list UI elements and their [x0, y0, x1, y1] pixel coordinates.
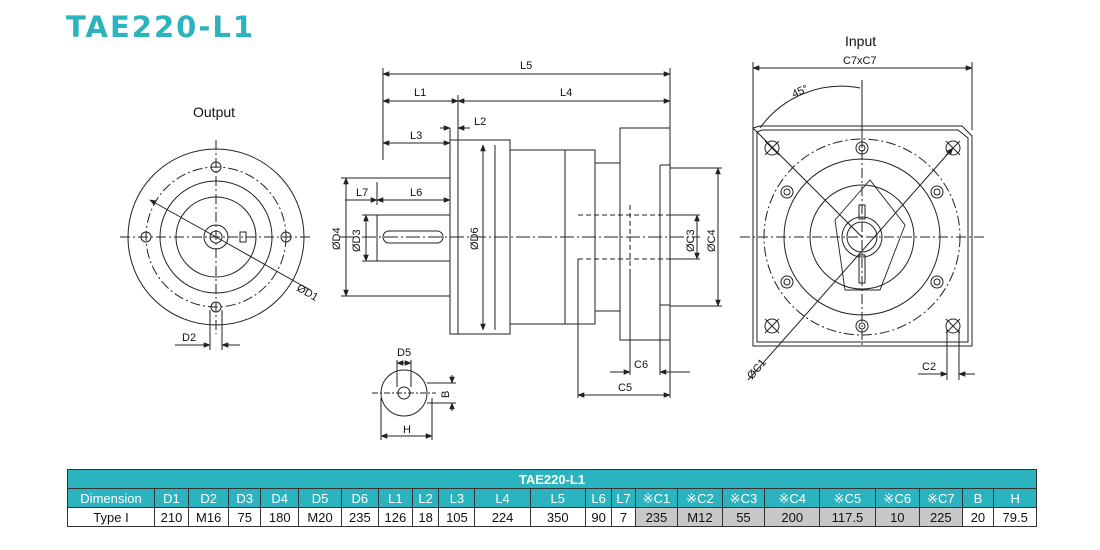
table-header-cell: ※C7	[919, 488, 963, 508]
input-view-label: Input	[845, 33, 876, 49]
label-c7xc7: C7xC7	[843, 55, 877, 67]
label-b: B	[440, 391, 452, 398]
label-l3: L3	[410, 130, 422, 142]
table-cell: 180	[260, 507, 300, 527]
table-header-cell: ※C6	[874, 488, 921, 508]
table-cell: 105	[438, 507, 476, 527]
table-header-cell: H	[993, 488, 1037, 508]
table-cell: 90	[584, 507, 613, 527]
input-view: Input C7xC7 45°	[740, 33, 985, 382]
table-header-cell: L1	[377, 488, 413, 508]
table-cell: 18	[411, 507, 440, 527]
table-cell: Type I	[66, 507, 156, 527]
table-header-cell: ※C3	[721, 488, 766, 508]
table-cell: 7	[611, 507, 636, 527]
label-l1: L1	[414, 87, 426, 99]
label-d1: ØD1	[295, 282, 321, 304]
table-cell: 79.5	[993, 507, 1037, 527]
label-l7: L7	[356, 187, 368, 199]
table-header-cell: ※C2	[677, 488, 723, 508]
table-header-cell: D2	[187, 488, 230, 508]
label-d2: D2	[182, 332, 196, 344]
table-row: Type I 210 M16 75 180 M20 235 126 18 105…	[66, 507, 1037, 527]
table-cell: 235	[340, 507, 379, 527]
page-title: TAE220-L1	[66, 10, 256, 44]
side-view: L5 L1 L4 L2 L3 L7 L6	[331, 60, 722, 398]
table-cell: M16	[187, 507, 230, 527]
table-header-cell: L6	[584, 488, 613, 508]
table-cell: 55	[721, 507, 766, 527]
table-cell: 75	[228, 507, 262, 527]
table-cell: 200	[764, 507, 821, 527]
technical-drawing: Output ØD1 D2 L5 L1 L4 L2 L	[120, 33, 985, 440]
table-cell: 225	[919, 507, 963, 527]
table-header-cell: D3	[228, 488, 262, 508]
table-header-cell: L3	[438, 488, 476, 508]
table-header-cell: L4	[474, 488, 531, 508]
spec-table: TAE220-L1 Dimension D1 D2 D3 D4 D5 D6 L1…	[66, 469, 1037, 527]
table-header-row: Dimension D1 D2 D3 D4 D5 D6 L1 L2 L3 L4 …	[66, 488, 1037, 508]
label-h: H	[403, 424, 411, 436]
label-c2: C2	[922, 361, 936, 373]
table-cell: 20	[961, 507, 995, 527]
table-cell: 210	[154, 507, 189, 527]
label-c5: C5	[618, 382, 632, 394]
table-header-cell: L2	[411, 488, 440, 508]
label-d6: ØD6	[469, 227, 481, 250]
label-c3: ØC3	[685, 229, 697, 252]
label-angle: 45°	[790, 83, 810, 101]
table-header-cell: ※C5	[819, 488, 876, 508]
table-cell: M20	[298, 507, 342, 527]
label-c6: C6	[634, 359, 648, 371]
table-caption: TAE220-L1	[67, 469, 1037, 489]
table-header-cell: B	[961, 488, 995, 508]
label-d3: ØD3	[351, 229, 363, 252]
label-d5: D5	[397, 347, 411, 359]
label-d4: ØD4	[331, 227, 343, 250]
label-l5: L5	[520, 60, 532, 72]
table-cell: 350	[529, 507, 586, 527]
table-header-cell: L7	[611, 488, 636, 508]
table-header-cell: ※C1	[634, 488, 679, 508]
table-cell: M12	[677, 507, 723, 527]
table-cell: 126	[377, 507, 413, 527]
table-cell: 235	[634, 507, 679, 527]
table-header-cell: ※C4	[764, 488, 821, 508]
label-c4: ØC4	[706, 229, 718, 252]
label-l2: L2	[474, 116, 486, 128]
output-view-label: Output	[193, 104, 235, 120]
table-header-cell: D5	[298, 488, 342, 508]
table-cell: 117.5	[819, 507, 876, 527]
label-l4: L4	[560, 87, 572, 99]
table-cell: 224	[474, 507, 531, 527]
output-view: Output ØD1 D2	[120, 104, 320, 350]
table-caption-row: TAE220-L1	[67, 469, 1037, 489]
label-l6: L6	[410, 187, 422, 199]
table-header-cell: L5	[529, 488, 586, 508]
table-header-cell: Dimension	[66, 488, 156, 508]
shaft-key-detail: D5 B H	[372, 347, 456, 440]
table-header-cell: D6	[340, 488, 379, 508]
table-header-cell: D1	[154, 488, 189, 508]
table-cell: 10	[874, 507, 921, 527]
table-header-cell: D4	[260, 488, 300, 508]
